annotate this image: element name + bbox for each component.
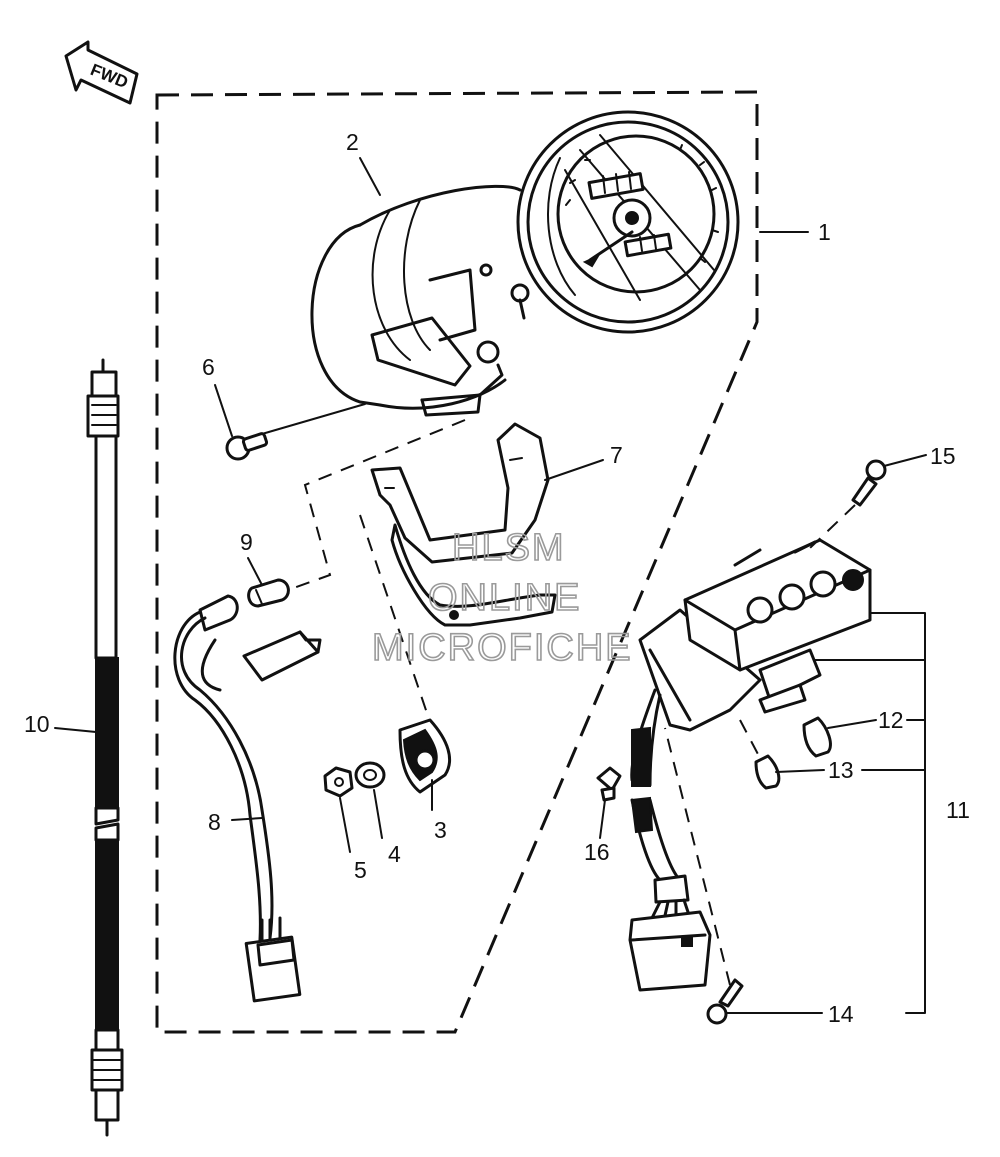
leader-7 [544,459,604,481]
bulb-13 [739,719,781,790]
leader-8 [231,817,263,821]
callout-1: 1 [818,219,831,245]
leader-16 [599,799,606,839]
callout-16: 16 [584,839,610,865]
washer-4 [354,761,386,789]
leader-12 [827,719,877,729]
leader-6 [214,384,233,437]
assembly-boundary [155,90,759,1034]
leader-11 [814,612,926,1014]
nut-5 [323,766,354,798]
leader-9-line [247,557,263,586]
leader-2 [359,157,381,196]
leader-5 [339,797,351,853]
lamp-9 [247,578,290,608]
callout-3: 3 [434,817,447,843]
callout-14: 14 [828,1001,854,1027]
watermark-line3: MICROFICHE [372,627,633,669]
fwd-arrow-icon: FWD [64,40,139,105]
leader-15 [883,454,927,467]
callout-7: 7 [610,442,623,468]
callout-2: 2 [346,129,359,155]
bracket-7 [359,422,557,723]
leader-9 [287,419,466,591]
callout-11: 11 [946,797,970,823]
callout-4: 4 [388,841,401,867]
callout-15: 15 [930,443,956,469]
speedometer-face [516,110,740,334]
callout-10: 10 [24,711,50,737]
bulb-socket-16 [596,766,622,802]
watermark-line1: HLSM [452,527,566,569]
callout-8: 8 [208,809,221,835]
screw-15 [809,459,887,549]
callout-13: 13 [828,757,854,783]
callout-12: 12 [878,707,904,733]
callout-6: 6 [202,354,215,380]
screw-14 [664,727,744,1025]
bulb-12 [802,716,832,758]
indicator-housing-11 [628,538,872,992]
callout-5: 5 [354,857,367,883]
callout-9: 9 [240,529,253,555]
leader-10 [54,727,97,733]
speedometer-cable-10 [86,358,124,1137]
watermark-line2: ONLINE [428,577,581,619]
lamp-harness-8 [173,594,322,1003]
grommet-3 [398,718,452,794]
leader-13 [775,769,825,773]
screw-6 [225,432,269,461]
leader-4 [373,789,383,839]
leader-6-2 [254,403,366,437]
speedometer-housing [310,184,530,417]
